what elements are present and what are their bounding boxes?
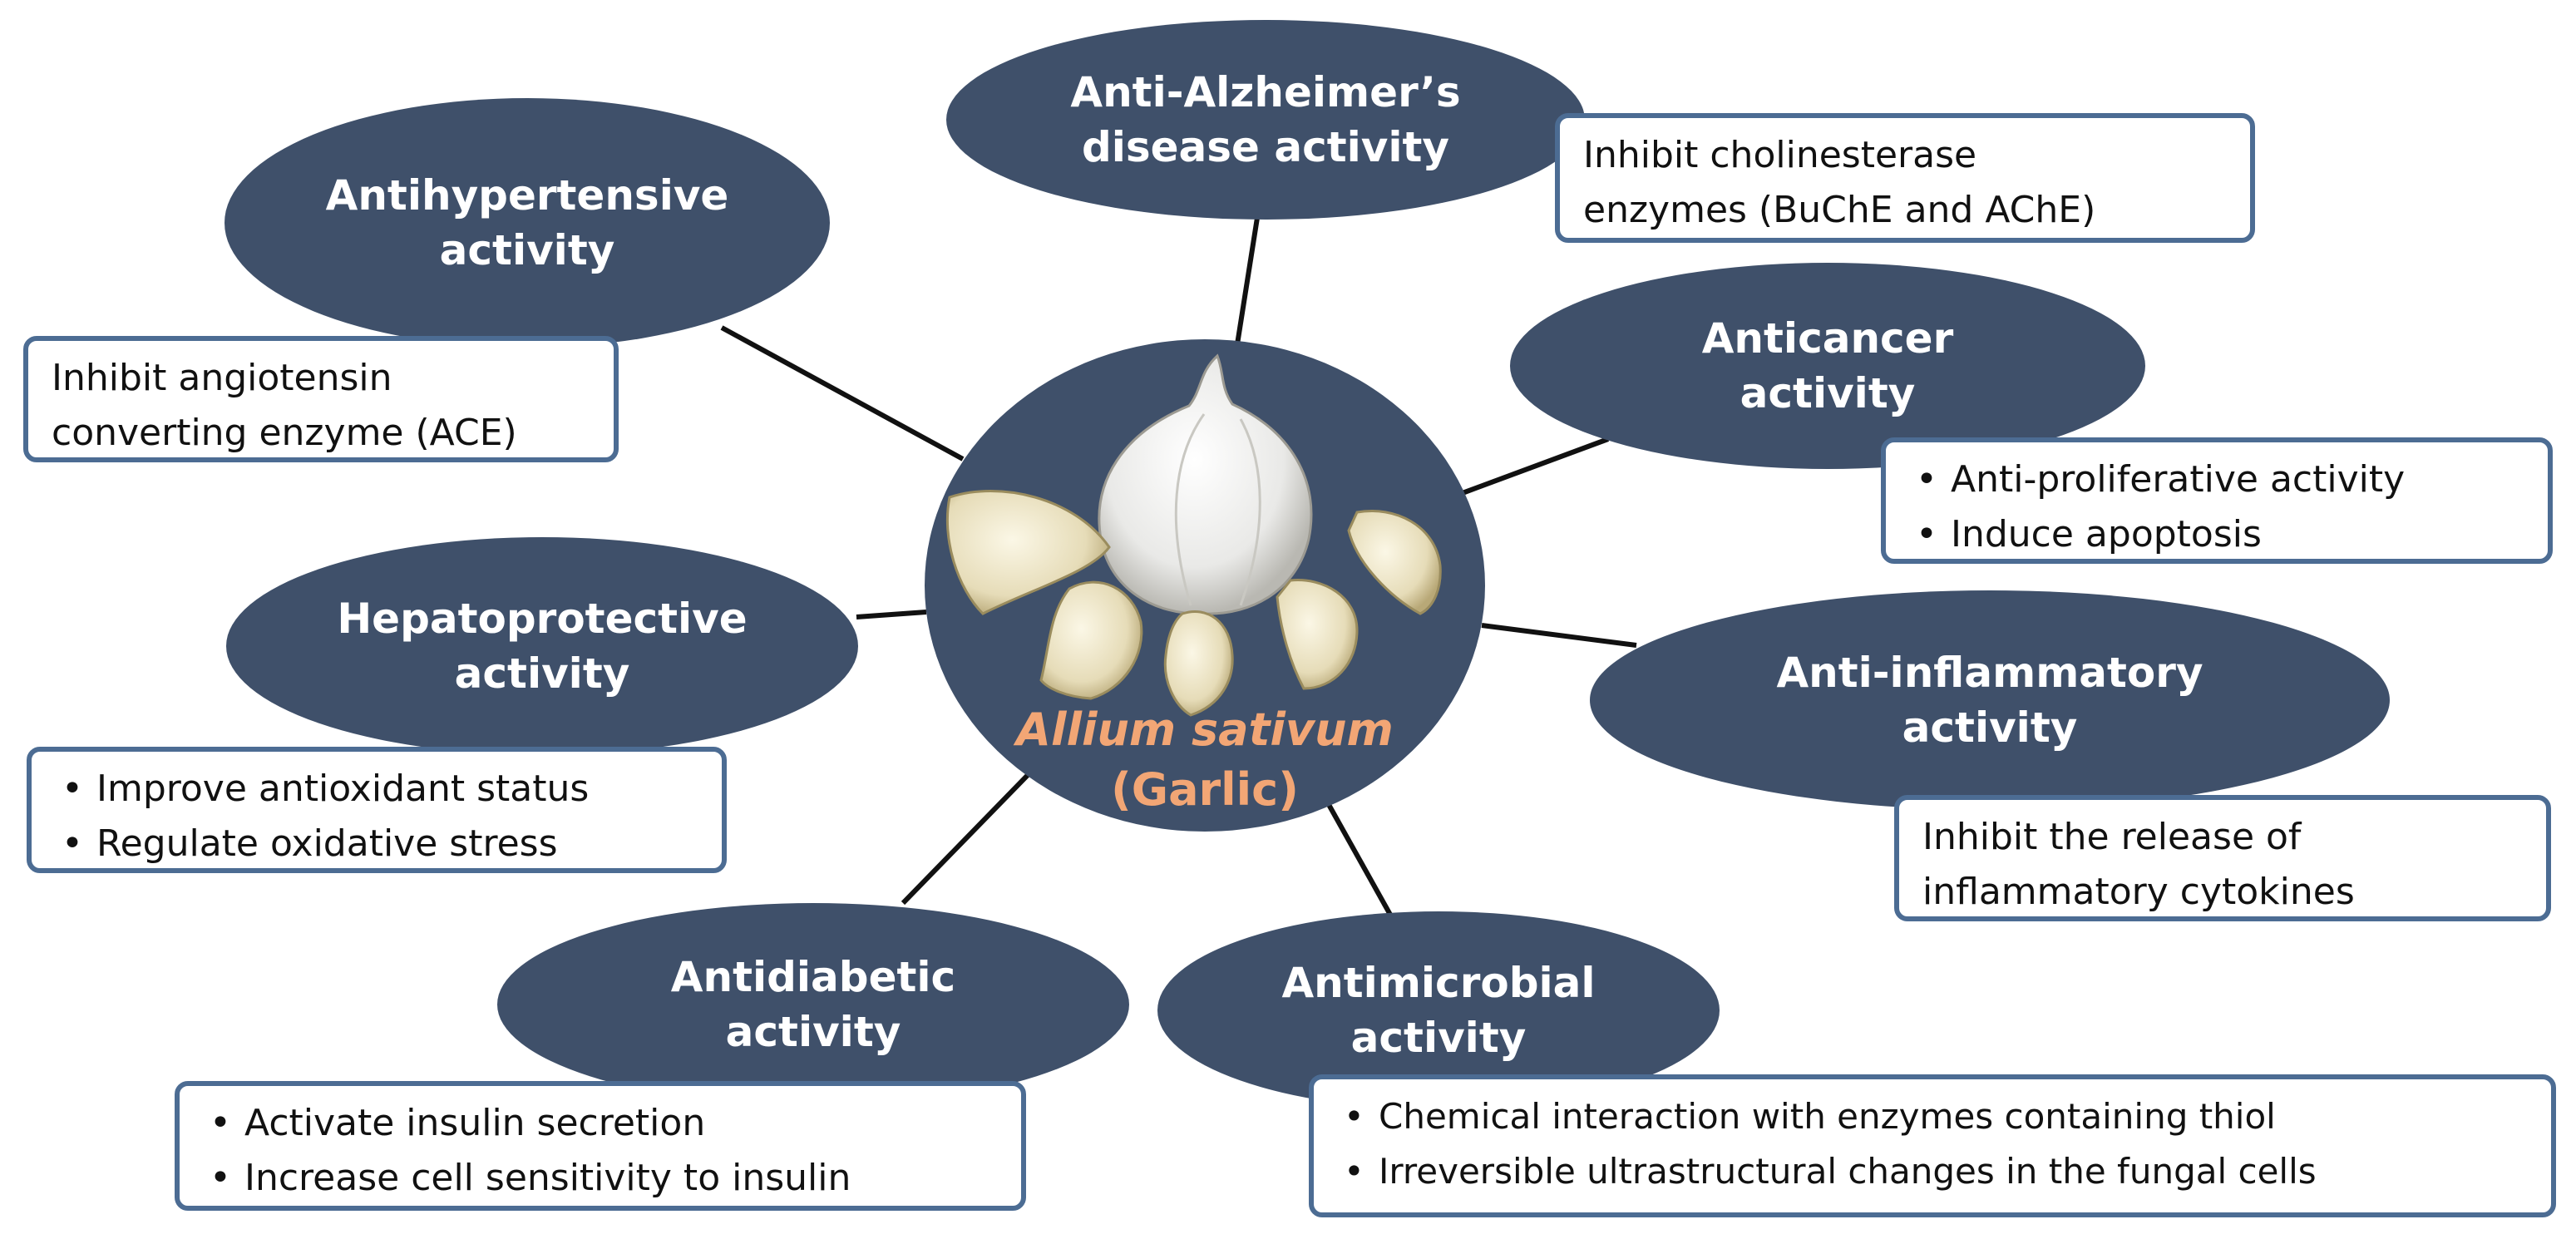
node-antidiabetic: Antidiabetic activity <box>497 903 1129 1106</box>
common-name: (Garlic) <box>1111 763 1299 816</box>
connector-antihypertensive <box>720 325 965 462</box>
garlic-bulb-and-cloves-icon <box>945 353 1442 717</box>
box-line: inflammatory cytokines <box>1922 871 2355 913</box>
node-title-line: Antihypertensive <box>325 171 729 220</box>
node-title-line: Anticancer <box>1701 314 1954 363</box>
node-title-line: activity <box>1350 1014 1527 1062</box>
scientific-name: Allium sativum <box>1016 703 1394 756</box>
bullet-item: Increase cell sensitivity to insulin <box>203 1151 998 1206</box>
connector-hepatoprotective <box>856 610 927 620</box>
bullet-list: Improve antioxidant status Regulate oxid… <box>55 762 698 871</box>
node-title-line: activity <box>439 226 615 274</box>
node-title-line: Hepatoprotective <box>337 595 748 643</box>
box-line: Inhibit cholinesterase <box>1583 134 1977 176</box>
node-title-line: activity <box>1902 703 2078 752</box>
node-anticancer: Anticancer activity <box>1510 263 2145 469</box>
bullet-item: Chemical interaction with enzymes contai… <box>1337 1089 2528 1144</box>
box-antimicrobial: Chemical interaction with enzymes contai… <box>1309 1074 2556 1217</box>
bullet-item: Activate insulin secretion <box>203 1096 998 1151</box>
connector-anti-alzheimers <box>1235 217 1260 345</box>
node-antihypertensive: Antihypertensive activity <box>225 98 830 348</box>
bullet-list: Activate insulin secretion Increase cell… <box>203 1096 998 1206</box>
bullet-item: Improve antioxidant status <box>55 762 698 817</box>
connector-anti-inflammatory <box>1481 623 1637 648</box>
bullet-item: Regulate oxidative stress <box>55 817 698 871</box>
box-anticancer: Anti-proliferative activity Induce apopt… <box>1881 437 2553 564</box>
connector-antidiabetic <box>901 771 1032 906</box>
box-hepatoprotective: Improve antioxidant status Regulate oxid… <box>27 747 727 873</box>
box-antihypertensive: Inhibit angiotensin converting enzyme (A… <box>23 336 619 462</box>
box-line: converting enzyme (ACE) <box>52 412 517 454</box>
box-line: enzymes (BuChE and AChE) <box>1583 189 2096 231</box>
connector-anticancer <box>1458 437 1610 496</box>
box-antidiabetic: Activate insulin secretion Increase cell… <box>175 1081 1026 1211</box>
node-title-line: activity <box>1740 369 1916 417</box>
bullet-item: Irreversible ultrastructural changes in … <box>1337 1144 2528 1199</box>
node-title-line: Antidiabetic <box>670 953 956 1001</box>
box-anti-inflammatory: Inhibit the release of inflammatory cyto… <box>1894 795 2551 921</box>
node-anti-alzheimers: Anti-Alzheimer’s disease activity <box>946 20 1585 220</box>
bullet-list: Chemical interaction with enzymes contai… <box>1337 1089 2528 1199</box>
node-title-line: Antimicrobial <box>1281 959 1596 1007</box>
node-title-line: activity <box>725 1008 901 1056</box>
box-line: Inhibit angiotensin <box>52 357 392 399</box>
node-anti-inflammatory: Anti-inflammatory activity <box>1590 590 2390 810</box>
node-hepatoprotective: Hepatoprotective activity <box>226 537 858 755</box>
connector-antimicrobial <box>1325 800 1393 916</box>
node-title-line: Anti-inflammatory <box>1776 649 2203 697</box>
node-title-line: disease activity <box>1081 123 1450 171</box>
center-label: Allium sativum (Garlic) <box>925 700 1485 820</box>
bullet-item: Anti-proliferative activity <box>1909 452 2524 507</box>
box-anti-alzheimers: Inhibit cholinesterase enzymes (BuChE an… <box>1555 113 2255 243</box>
box-line: Inhibit the release of <box>1922 816 2302 858</box>
bullet-item: Induce apoptosis <box>1909 507 2524 562</box>
node-title-line: Anti-Alzheimer’s <box>1070 68 1461 116</box>
bullet-list: Anti-proliferative activity Induce apopt… <box>1909 452 2524 562</box>
node-title-line: activity <box>454 649 630 698</box>
